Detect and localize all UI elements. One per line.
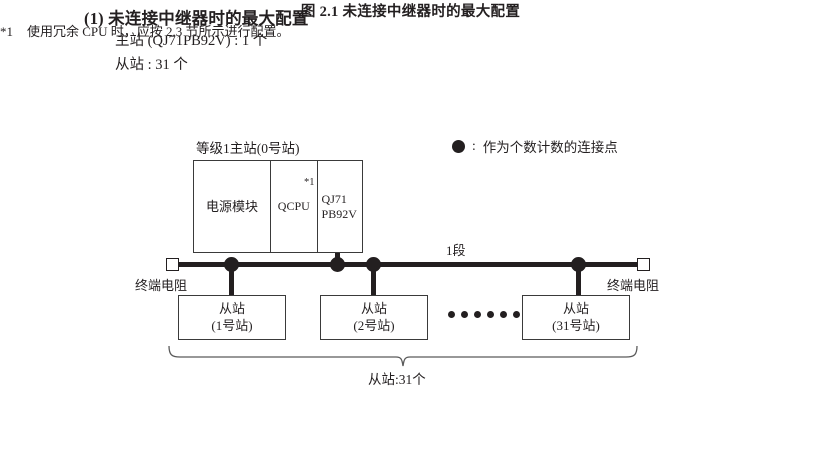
slave-drop-stem-1 (229, 266, 234, 296)
spec-line-master: 主站 (QJ71PB92V) : 1 个 (115, 33, 268, 50)
slave-total-label: 从站:31个 (368, 372, 426, 387)
slave-box-2-line1: 从站 (360, 301, 387, 317)
module-cell-qj71pb92v: QJ71 PB92V (318, 161, 362, 252)
spec-line-slave: 从站 : 31 个 (115, 56, 188, 73)
module-cell-power-supply: 电源模块 (194, 161, 272, 252)
ellipsis-dot (474, 311, 481, 318)
filled-circle-icon (452, 139, 465, 153)
module-cell-qcpu: QCPU *1 (271, 161, 318, 252)
module-label-power-supply: 电源模块 (206, 198, 259, 214)
terminating-resistor-right-label: 终端电阻 (607, 278, 660, 293)
connection-point-dot-31 (571, 257, 586, 272)
segment-label: 1段 (446, 243, 466, 258)
footnote-text: 使用冗余 CPU 时，应按 2.3 节所示进行配置。 (27, 24, 290, 39)
brace-shape-icon (168, 345, 638, 367)
figure-caption: 图 2.1 未连接中继器时的最大配置 (300, 4, 521, 20)
ellipsis-dot (461, 311, 468, 318)
terminating-resistor-left-icon (166, 258, 179, 271)
legend: : 作为个数计数的连接点 (452, 136, 618, 156)
slave-drop-stem-31 (576, 266, 581, 296)
connection-point-dot-master (330, 257, 345, 272)
legend-label: 作为个数计数的连接点 (482, 140, 618, 155)
slave-box-1-line2: (1号站) (211, 317, 253, 333)
footnote-marker-qcpu: *1 (304, 177, 315, 188)
ellipsis-dot (487, 311, 494, 318)
slave-box-31-line2: (31号站) (552, 317, 600, 333)
slave-station-box-1: 从站 (1号站) (178, 295, 286, 340)
slave-drop-stem-2 (371, 266, 376, 296)
module-label-qj71pb92v: QJ71 PB92V (318, 192, 362, 220)
legend-separator: : (472, 138, 476, 153)
connection-point-dot-2 (366, 257, 381, 272)
slave-station-box-31: 从站 (31号站) (522, 295, 630, 340)
terminating-resistor-right-icon (637, 258, 650, 271)
ellipsis-dots (448, 311, 520, 318)
slave-box-1-line1: 从站 (218, 301, 245, 317)
trunk-bus-line (174, 262, 644, 267)
ellipsis-dot (513, 311, 520, 318)
connection-point-dot-1 (224, 257, 239, 272)
terminating-resistor-left-label: 终端电阻 (135, 278, 188, 293)
master-station-rack: 电源模块 QCPU *1 QJ71 PB92V (193, 160, 363, 253)
ellipsis-dot (448, 311, 455, 318)
master-station-caption: 等级1主站(0号站) (196, 141, 300, 156)
footnote: *1 使用冗余 CPU 时，应按 2.3 节所示进行配置。 (0, 21, 821, 40)
heading-block: (1) 未连接中继器时的最大配置 主站 (QJ71PB92V) : 1 个 从站… (84, 8, 644, 77)
module-label-qj71pb92v-line1: QJ71 (321, 192, 347, 207)
ellipsis-dot (500, 311, 507, 318)
page-title: (1) 未连接中继器时的最大配置 (84, 9, 309, 28)
slave-range-brace (168, 345, 638, 367)
module-label-qcpu: QCPU (277, 199, 310, 214)
footnote-mark: *1 (0, 24, 13, 39)
slave-box-31-line1: 从站 (562, 301, 589, 317)
slave-box-2-line2: (2号站) (353, 317, 395, 333)
module-label-qj71pb92v-line2: PB92V (321, 206, 357, 221)
slave-station-box-2: 从站 (2号站) (320, 295, 428, 340)
